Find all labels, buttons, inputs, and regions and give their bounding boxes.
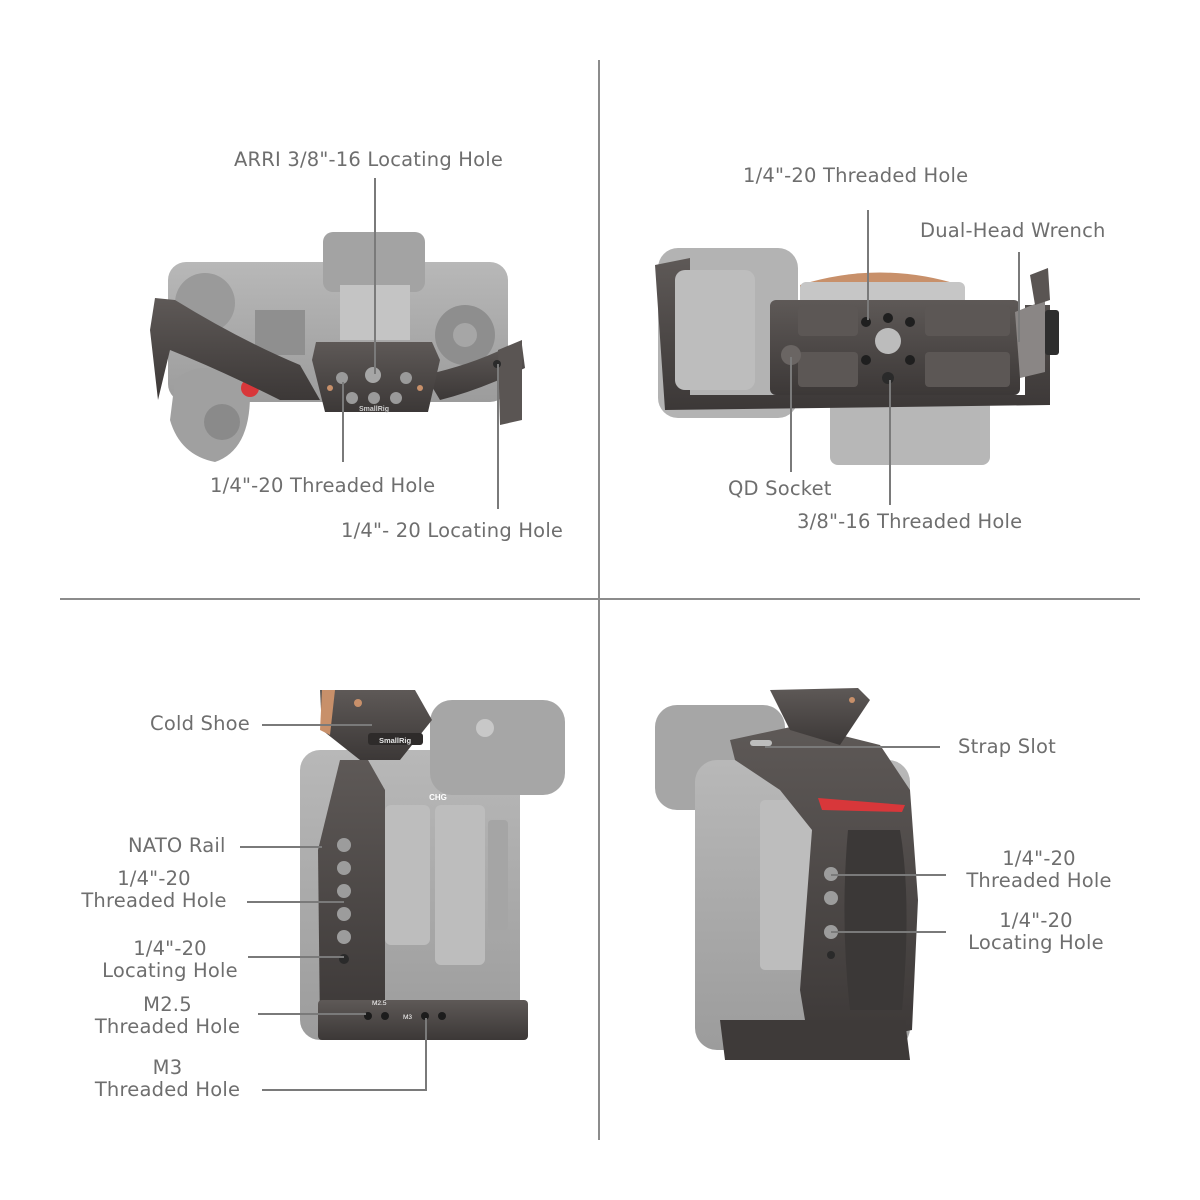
label-nato-rail: NATO Rail	[128, 834, 226, 857]
svg-text:CHG: CHG	[429, 793, 447, 802]
label-m25-threaded-hole: M2.5 Threaded Hole	[85, 994, 250, 1038]
leader-bl-threaded	[247, 901, 344, 903]
label-br-locating-size: 1/4"-20	[999, 909, 1073, 932]
label-m3-size: M3	[152, 1056, 183, 1079]
label-br-threaded-size: 1/4"-20	[1002, 847, 1076, 870]
leader-qd	[790, 357, 792, 472]
label-bl-locating-type: Locating Hole	[102, 959, 238, 982]
label-br-locating-type: Locating Hole	[968, 931, 1104, 954]
leader-tl-threaded	[342, 382, 344, 462]
right-side-view-camera-grip	[655, 688, 918, 1060]
label-m25-size: M2.5	[143, 993, 192, 1016]
leader-m3-h	[262, 1089, 427, 1091]
label-m3-threaded-hole: M3 Threaded Hole	[85, 1057, 250, 1101]
leader-cold-shoe	[262, 724, 372, 726]
label-m3-type: Threaded Hole	[94, 1078, 241, 1101]
leader-bl-locating	[248, 956, 344, 958]
svg-text:M2.5: M2.5	[372, 1000, 387, 1007]
leader-tr-threaded	[867, 210, 869, 320]
vertical-divider	[598, 60, 600, 1140]
svg-text:SmallRig: SmallRig	[379, 736, 412, 745]
label-br-locating-hole: 1/4"-20 Locating Hole	[955, 910, 1117, 954]
bottom-view-camera-cage	[655, 248, 1059, 465]
leader-nato	[240, 846, 322, 848]
leader-br-threaded	[831, 874, 946, 876]
leader-arri	[374, 178, 376, 374]
leader-38	[889, 380, 891, 505]
label-m25-type: Threaded Hole	[94, 1015, 241, 1038]
leader-strap	[765, 746, 940, 748]
label-tr-threaded-hole: 1/4"-20 Threaded Hole	[743, 164, 969, 187]
label-tl-threaded-hole: 1/4"-20 Threaded Hole	[210, 474, 436, 497]
leader-br-locating	[831, 931, 946, 933]
label-qd-socket: QD Socket	[728, 477, 832, 500]
horizontal-divider	[60, 598, 1140, 600]
label-bl-threaded-size: 1/4"-20	[117, 867, 191, 890]
leader-tl-locating	[497, 364, 499, 509]
svg-text:M3: M3	[403, 1014, 412, 1021]
label-br-threaded-hole: 1/4"-20 Threaded Hole	[955, 848, 1123, 892]
label-bl-locating-size: 1/4"-20	[133, 937, 207, 960]
left-side-view-camera-cage: SmallRig CHG M2.5 M3	[300, 690, 565, 1040]
label-bl-threaded-type: Threaded Hole	[81, 889, 227, 912]
label-cold-shoe: Cold Shoe	[150, 712, 251, 735]
label-dual-head-wrench: Dual-Head Wrench	[920, 219, 1106, 242]
leader-m3-v	[425, 1018, 427, 1090]
label-tl-locating-hole: 1/4"- 20 Locating Hole	[341, 519, 564, 542]
label-arri-locating-hole: ARRI 3/8"-16 Locating Hole	[234, 148, 504, 171]
leader-m25	[258, 1013, 366, 1015]
leader-wrench	[1018, 252, 1020, 342]
label-strap-slot: Strap Slot	[958, 735, 1056, 758]
label-br-threaded-type: Threaded Hole	[966, 869, 1112, 892]
label-bl-threaded-hole: 1/4"-20 Threaded Hole	[68, 868, 240, 912]
top-view-camera-cage: SmallRig	[150, 232, 525, 462]
svg-text:SmallRig: SmallRig	[359, 406, 389, 413]
label-38-threaded-hole: 3/8"-16 Threaded Hole	[797, 510, 1023, 533]
label-bl-locating-hole: 1/4"-20 Locating Hole	[90, 938, 250, 982]
